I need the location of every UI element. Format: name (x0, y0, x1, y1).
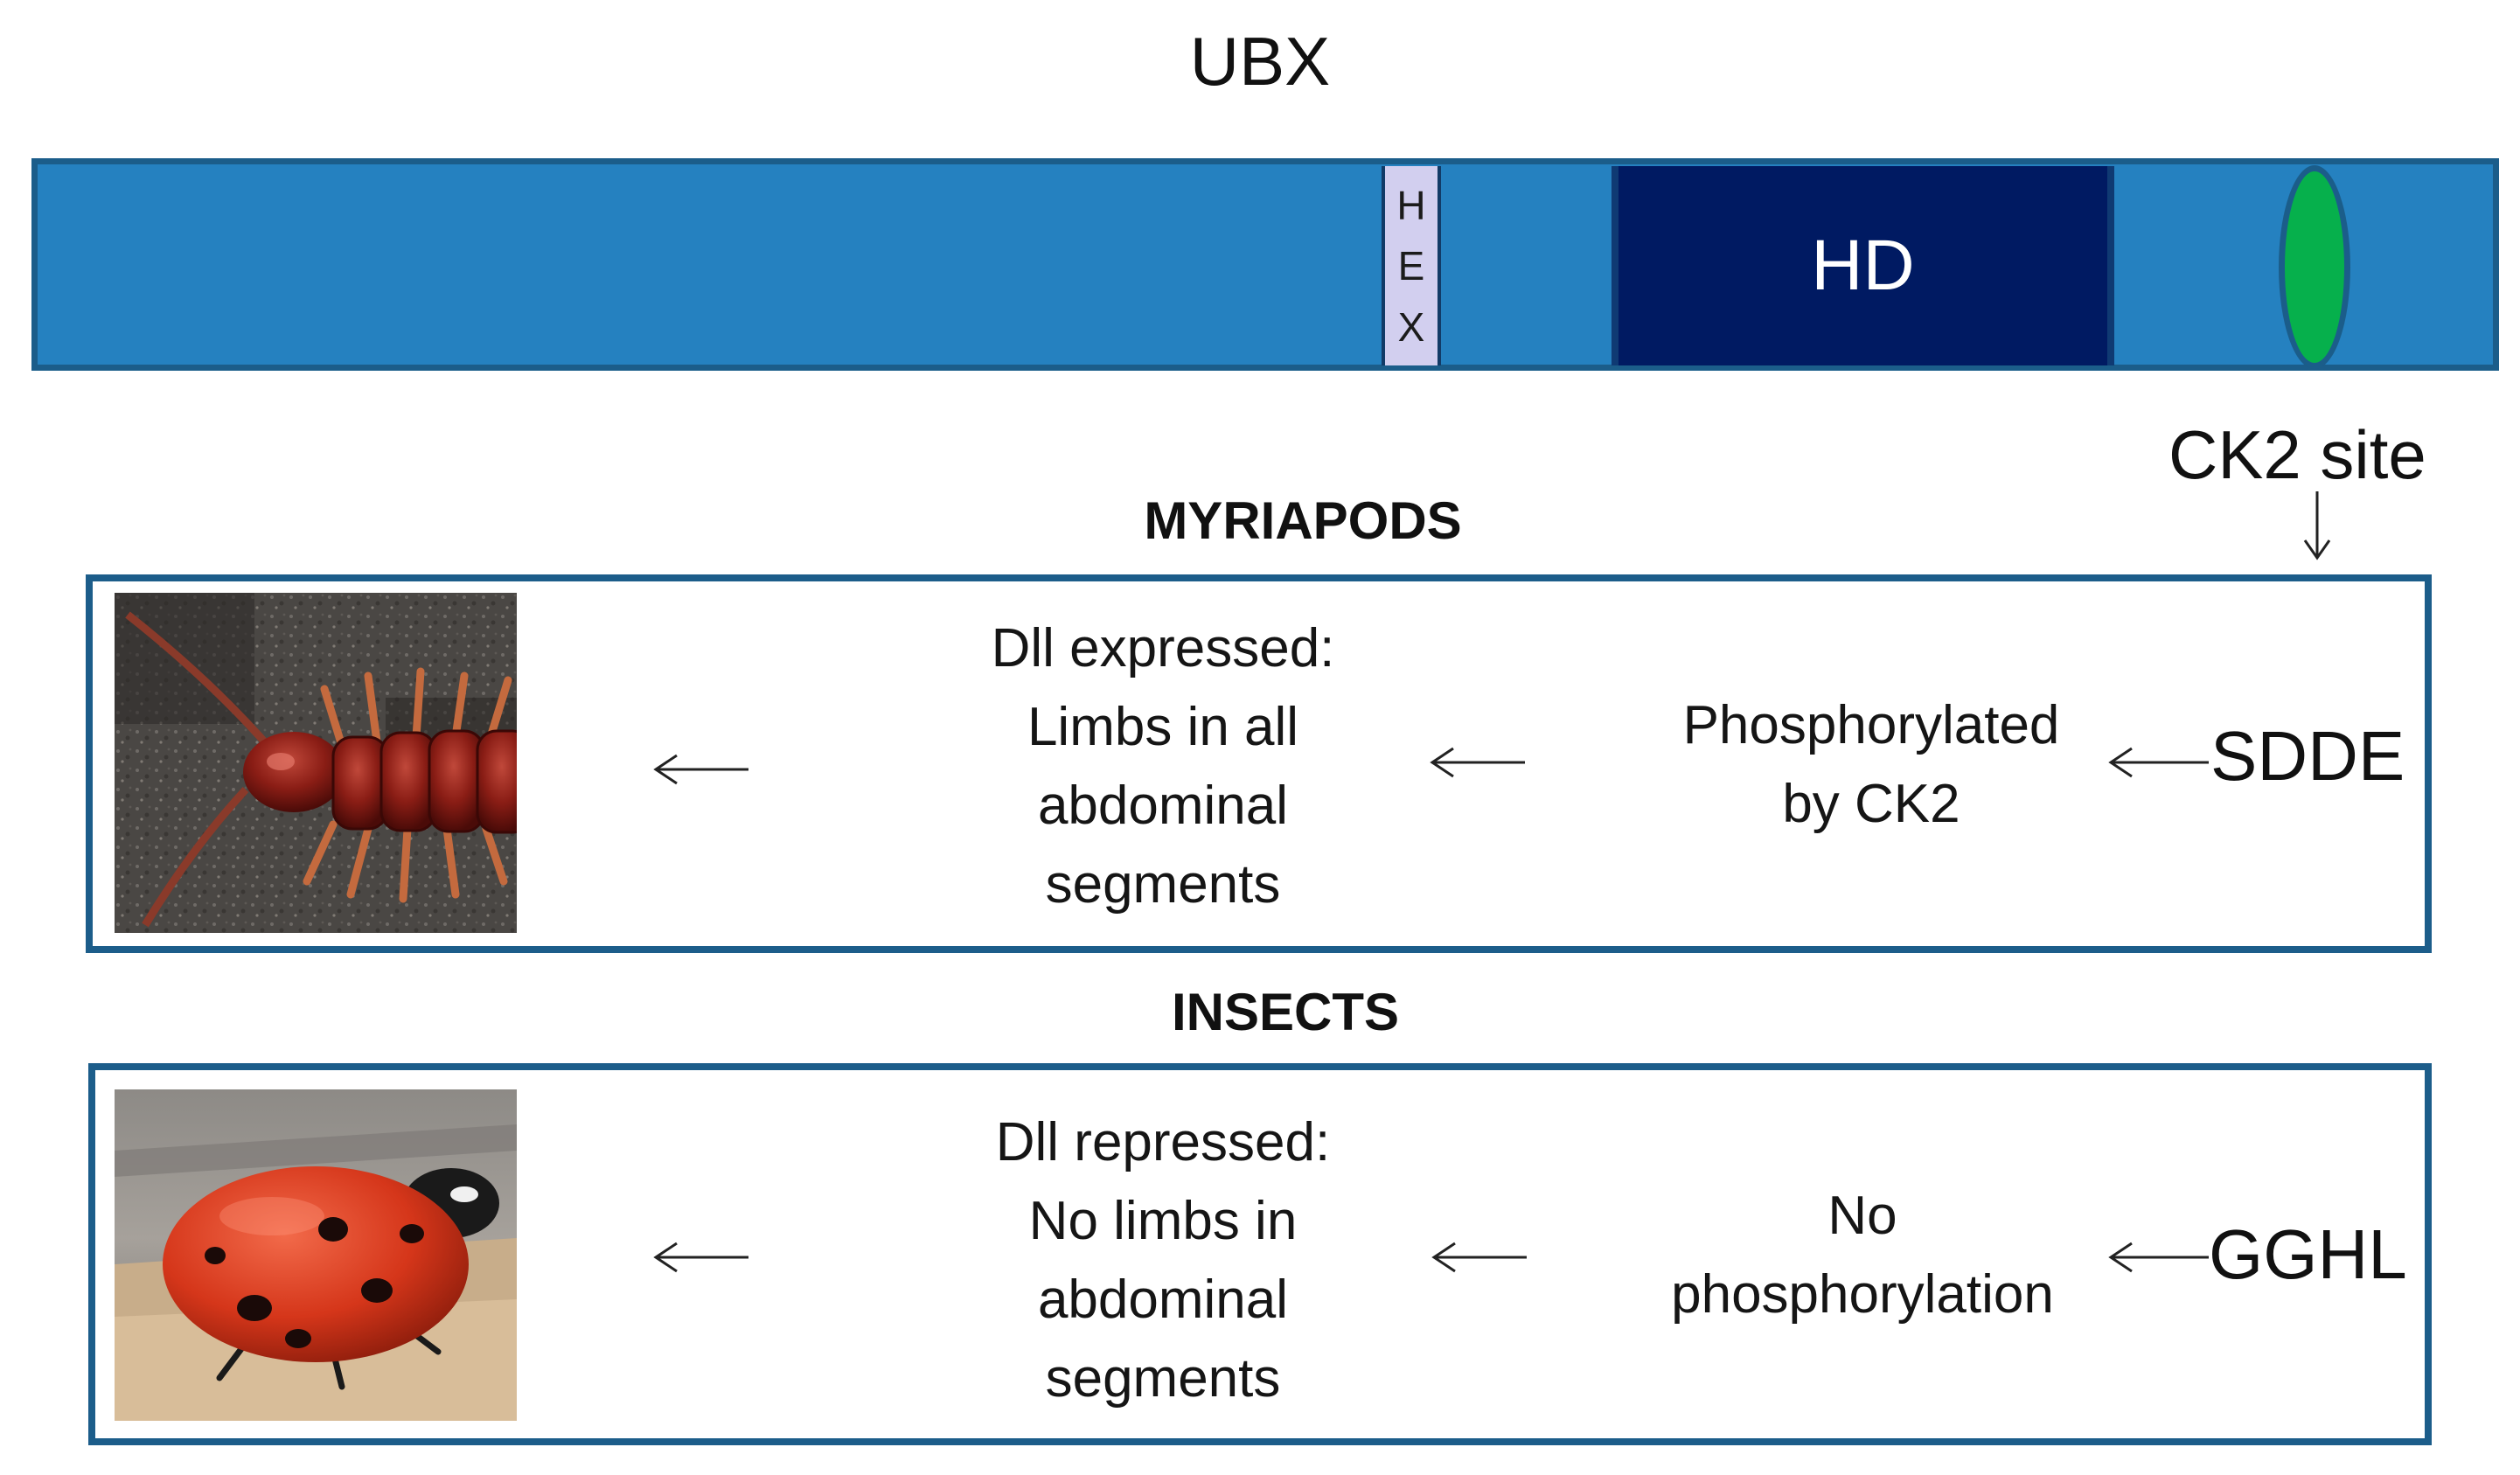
outcome-line: segments (1045, 854, 1281, 915)
effect-line: No (1827, 1186, 1897, 1246)
left-arrow-icon (2108, 747, 2209, 778)
left-arrow-icon (1430, 747, 1525, 778)
insects-effect-text: No phosphorylation (1591, 1177, 2134, 1334)
outcome-line: No limbs in (1028, 1191, 1298, 1251)
effect-line: Phosphorylated (1682, 695, 2060, 755)
myriapods-outcome-text: Dll expressed: Limbs in all abdominal se… (874, 609, 1451, 924)
ck2-site-label: CK2 site (2168, 416, 2426, 493)
hex-domain: H E X (1382, 166, 1441, 365)
hd-label: HD (1811, 226, 1915, 305)
protein-title: UBX (1189, 23, 1331, 100)
outcome-line: abdominal (1037, 1270, 1289, 1330)
left-arrow-icon (653, 754, 748, 785)
ck2-site-marker (2279, 165, 2350, 369)
myriapods-title: MYRIAPODS (1144, 491, 1462, 550)
outcome-line: Dll repressed: (995, 1112, 1331, 1172)
myriapods-sequence: SDDE (2210, 717, 2405, 795)
outcome-line: segments (1045, 1348, 1281, 1409)
insects-title: INSECTS (1171, 983, 1400, 1041)
homeodomain: HD (1612, 166, 2114, 365)
left-arrow-icon (653, 1242, 748, 1273)
outcome-line: Limbs in all (1027, 697, 1299, 757)
myriapods-effect-text: Phosphorylated by CK2 (1609, 686, 2134, 844)
outcome-line: Dll expressed: (991, 618, 1335, 678)
outcome-line: abdominal (1037, 776, 1289, 836)
hex-letter-h: H (1396, 182, 1426, 228)
left-arrow-icon (1431, 1242, 1527, 1273)
hex-letter-e: E (1397, 243, 1425, 289)
effect-line: by CK2 (1782, 774, 1960, 834)
left-arrow-icon (2108, 1242, 2209, 1273)
insects-sequence: GGHL (2209, 1215, 2407, 1293)
ladybird-photo (115, 1089, 517, 1421)
hex-letter-x: X (1397, 303, 1425, 350)
down-arrow-icon (2303, 491, 2331, 560)
insects-outcome-text: Dll repressed: No limbs in abdominal seg… (874, 1103, 1451, 1418)
ubx-protein-bar (31, 158, 2499, 371)
effect-line: phosphorylation (1671, 1264, 2054, 1325)
centipede-photo (115, 593, 517, 933)
